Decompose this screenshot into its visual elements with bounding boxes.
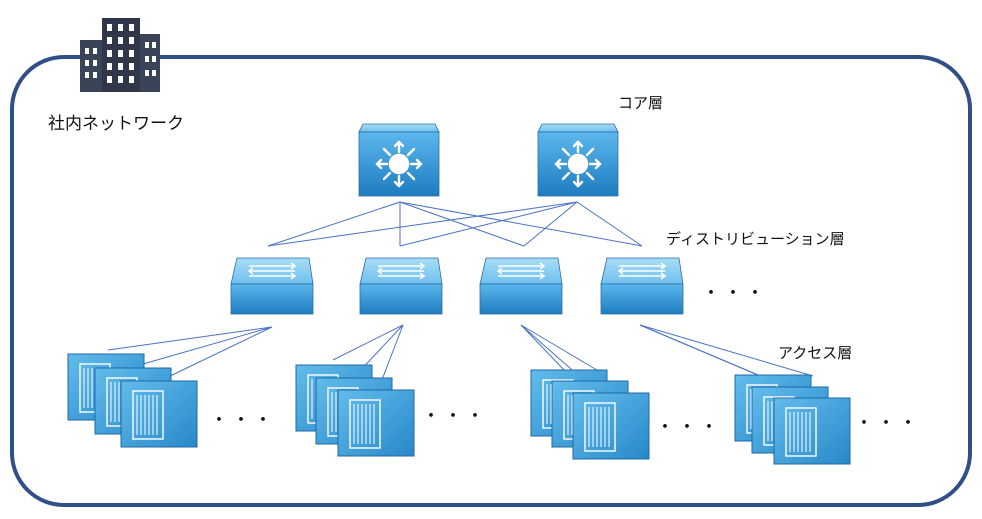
core-links [267,201,643,247]
distribution-switch-2 [359,257,443,315]
distribution-switch-4 [600,257,684,315]
network-label: 社内ネットワーク [48,114,184,134]
access-server-group-4 [734,374,851,465]
core-router-1 [357,122,441,198]
access-server-group-1 [67,353,198,448]
building-icon [80,18,160,92]
ellipsis-access-4: ・・・ [855,413,921,434]
ellipsis-access-1: ・・・ [210,410,276,431]
access-links [107,324,814,391]
distribution-layer-label: ディストリビューション層 [666,230,845,248]
access-server-group-2 [295,364,415,457]
ellipsis-distribution: ・・・ [702,283,768,304]
distribution-switch-3 [479,257,563,315]
ellipsis-access-2: ・・・ [422,406,488,427]
network-boundary [10,55,972,507]
access-server-group-3 [530,369,650,460]
access-layer-label: アクセス層 [778,344,853,362]
ellipsis-access-3: ・・・ [656,417,722,438]
distribution-switch-1 [230,257,314,315]
core-layer-label: コア層 [618,94,664,112]
core-router-2 [536,122,620,198]
